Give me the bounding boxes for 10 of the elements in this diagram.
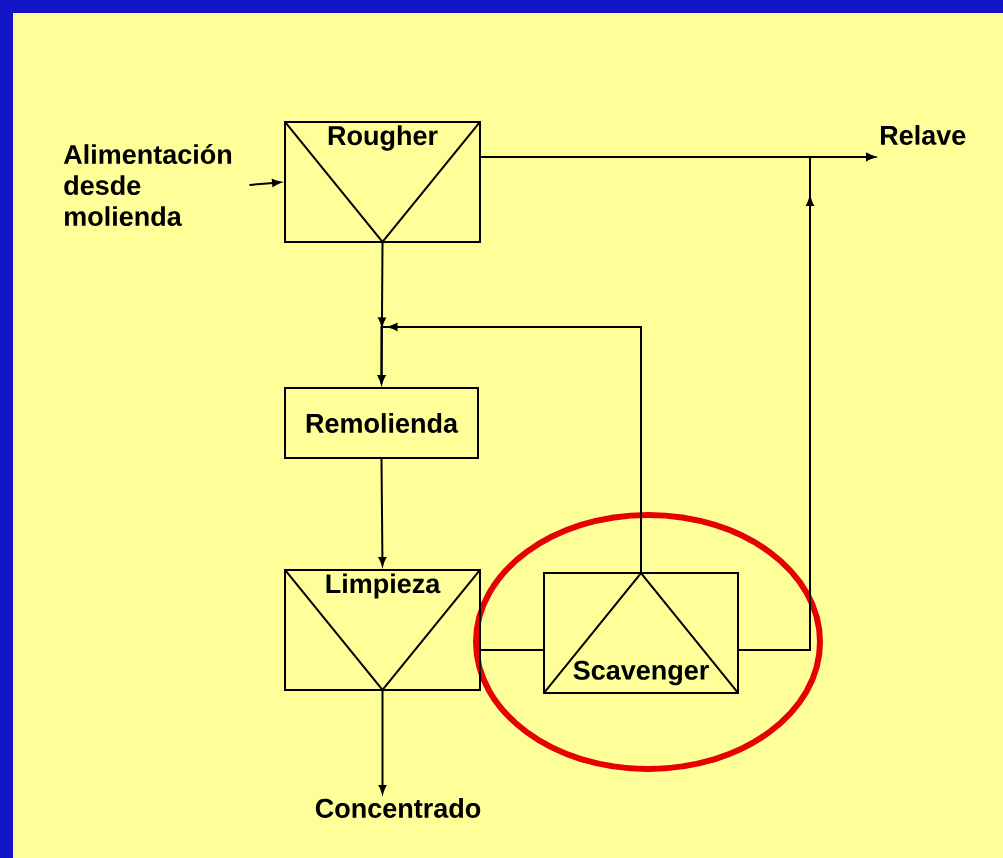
stream-label: Relave [881,125,966,145]
flotation-cell: Rougher [284,121,481,244]
flotation-cell: Limpieza [284,569,481,692]
arrow [377,323,642,573]
stream-label: Concentrado [315,798,481,818]
flotation-cell: Scavenger [543,571,739,694]
arrow [248,179,281,187]
stream-label: Alimentación desde molienda [63,143,232,227]
process-box: Remolienda [284,387,479,459]
arrow [738,153,875,651]
